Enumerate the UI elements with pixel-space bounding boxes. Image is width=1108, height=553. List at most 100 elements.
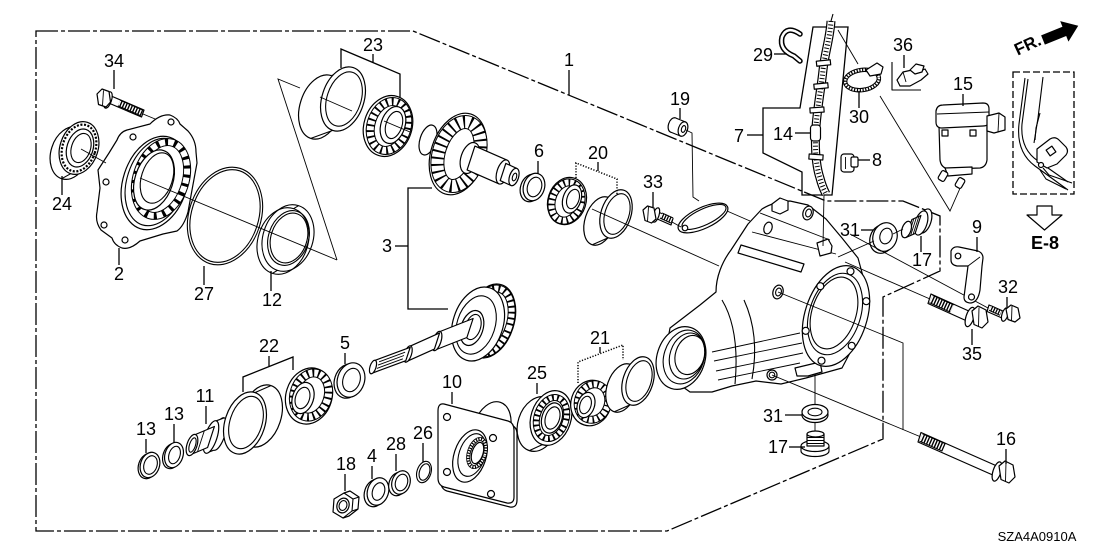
callout-34[interactable]: 34 [104, 51, 124, 71]
callout-20[interactable]: 20 [588, 143, 608, 163]
seal-bore [70, 132, 92, 164]
part-11-spacer-collar [185, 417, 228, 457]
bolt-thread-gaps [989, 306, 1002, 315]
clip-body [896, 68, 929, 87]
callout-19[interactable]: 19 [670, 89, 690, 109]
cup-edge-bottom [592, 237, 609, 246]
guide-line-30 [837, 29, 859, 65]
cover-bolt-hole [167, 118, 175, 126]
cup-race [603, 193, 631, 235]
housing-rib [713, 342, 803, 362]
cover-bore-inner [139, 152, 175, 204]
callout-10[interactable]: 10 [442, 372, 462, 392]
callout-32[interactable]: 32 [998, 277, 1018, 297]
inset-bracket-arm [1042, 167, 1073, 184]
callout-3[interactable]: 3 [382, 236, 392, 256]
callout-17-lower[interactable]: 17 [768, 437, 788, 457]
callout-31-lower[interactable]: 31 [763, 406, 783, 426]
bolt-thread-gaps [660, 213, 673, 223]
callout-29[interactable]: 29 [753, 45, 773, 65]
part-13-shim-left [137, 451, 161, 480]
callout-16[interactable]: 16 [996, 429, 1016, 449]
callout-31-upper[interactable]: 31 [840, 220, 860, 240]
inset-bolt [1037, 161, 1045, 169]
callout-8[interactable]: 8 [872, 150, 882, 170]
valve-port [937, 170, 949, 182]
callout-25[interactable]: 25 [527, 363, 547, 383]
guide-line-20 [591, 208, 720, 267]
part-25-ball-bearing [516, 390, 573, 452]
shim-bore [143, 455, 158, 475]
callout-4[interactable]: 4 [367, 446, 377, 466]
callout-13-right[interactable]: 13 [164, 404, 184, 424]
seal-lettering [60, 123, 98, 173]
o-ring-inner [418, 463, 431, 481]
flange-bolt-hole [847, 341, 856, 350]
bolt-head [642, 205, 657, 224]
callout-2[interactable]: 2 [114, 264, 124, 284]
hidden-guide-lines [142, 26, 962, 261]
flange-bolt-hole [816, 282, 825, 291]
valve-connector [986, 112, 1006, 134]
callout-1[interactable]: 1 [564, 50, 574, 70]
callout-15[interactable]: 15 [953, 74, 973, 94]
reference-e8-label[interactable]: E-8 [1031, 233, 1059, 253]
callout-22[interactable]: 22 [259, 336, 279, 356]
callout-18[interactable]: 18 [336, 454, 356, 474]
callout-6[interactable]: 6 [534, 141, 544, 161]
housing-rib [711, 332, 801, 353]
callout-23[interactable]: 23 [363, 35, 383, 55]
part-23-bearing-cup [297, 66, 367, 140]
callout-9[interactable]: 9 [972, 217, 982, 237]
part-3-ring-gear-and-shaft [368, 283, 517, 375]
bolt-head-edge [102, 90, 104, 106]
callout-33[interactable]: 33 [643, 172, 663, 192]
cup-race [625, 360, 653, 402]
guide-line-23-cone [383, 120, 411, 133]
reference-e8[interactable]: E-8 [1026, 205, 1063, 253]
callout-12[interactable]: 12 [262, 290, 282, 310]
part-18-lock-nut [332, 490, 360, 519]
guide-line-17-upper [892, 228, 904, 235]
callout-24[interactable]: 24 [52, 194, 72, 214]
part-22-bearing-cup [222, 384, 284, 455]
tube-tip [830, 13, 834, 22]
housing-breather-boss [771, 197, 789, 215]
guide-line-33 [671, 221, 682, 228]
bearing-ball-gaps [533, 395, 570, 441]
nut-thread [338, 500, 348, 511]
callout-17-upper[interactable]: 17 [912, 250, 932, 270]
callout-7[interactable]: 7 [734, 126, 744, 146]
housing-hole [763, 221, 773, 235]
callout-26[interactable]: 26 [413, 423, 433, 443]
part-4-washer [363, 477, 390, 508]
bolt-head-edge [978, 307, 980, 327]
bracket-20 [575, 161, 618, 195]
tube-joint [809, 124, 822, 142]
callout-11[interactable]: 11 [196, 386, 215, 406]
bolt-thread-gaps [919, 434, 946, 451]
part-22-bearing-cone [284, 367, 334, 425]
guide-line-2 [139, 177, 338, 261]
bolt-head [1005, 304, 1021, 323]
callout-21[interactable]: 21 [590, 328, 610, 348]
callout-14[interactable]: 14 [773, 124, 793, 144]
callout-13-left[interactable]: 13 [136, 419, 156, 439]
callout-28[interactable]: 28 [386, 434, 406, 454]
callout-5[interactable]: 5 [340, 333, 350, 353]
guide-line-23-outline [277, 78, 338, 261]
flange-bolt-hole [442, 467, 452, 477]
callout-30[interactable]: 30 [849, 107, 869, 127]
housing-boss-hole-inner [805, 208, 812, 218]
part-21-bearing-cup [605, 356, 655, 413]
callout-27[interactable]: 27 [194, 284, 214, 304]
bearing-inner-race [540, 402, 564, 434]
callout-36[interactable]: 36 [893, 35, 913, 55]
flange-spline-gaps [466, 437, 488, 469]
callout-35[interactable]: 35 [962, 344, 982, 364]
cone-bore [384, 110, 404, 140]
part-35-flange-bolt [927, 293, 989, 329]
housing-ridge [759, 212, 831, 241]
pinion-shaft-face [508, 167, 520, 187]
